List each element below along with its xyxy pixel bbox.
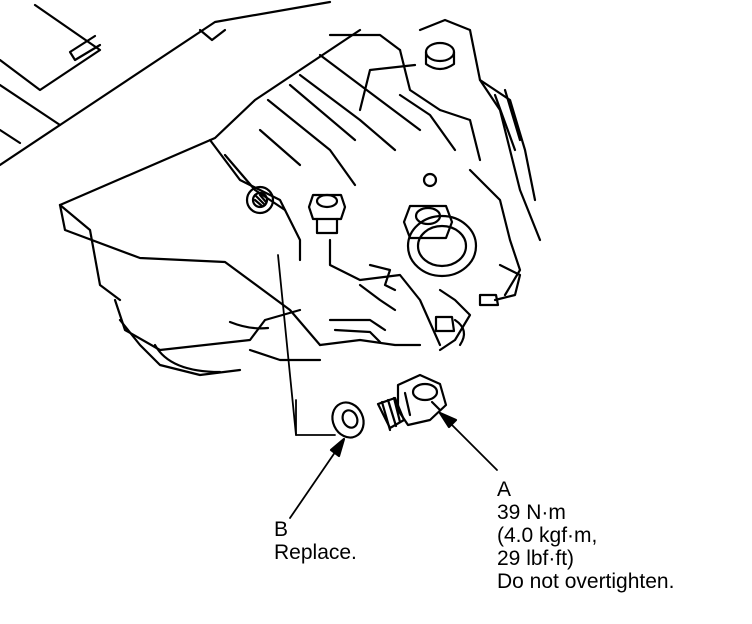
- callout-a-torque-nm: 39 N·m: [497, 501, 566, 524]
- drain-hole-guide-lines: [277, 254, 336, 436]
- callout-arrow-a: [438, 411, 498, 471]
- oil-pan-body: [58, 28, 442, 377]
- drain-washer: [331, 401, 365, 439]
- callout-a-torque-kgf: (4.0 kgf·m,: [497, 524, 598, 547]
- callout-arrow-b: [289, 437, 346, 519]
- callout-b-note: Replace.: [274, 541, 357, 564]
- drain-bolt: [376, 373, 448, 432]
- callout-b-letter: B: [274, 518, 289, 541]
- callout-a: A 39 N·m (4.0 kgf·m, 29 lbf·ft) Do not o…: [497, 478, 674, 593]
- housing-fasteners: [245, 41, 500, 333]
- callout-a-torque-lbf: 29 lbf·ft): [497, 547, 575, 570]
- transmission-housing: [398, 18, 542, 352]
- callout-a-letter: A: [497, 478, 512, 501]
- engine-block-outline: [0, 0, 332, 167]
- callout-b: B Replace.: [274, 518, 357, 564]
- callout-a-note: Do not overtighten.: [497, 570, 675, 593]
